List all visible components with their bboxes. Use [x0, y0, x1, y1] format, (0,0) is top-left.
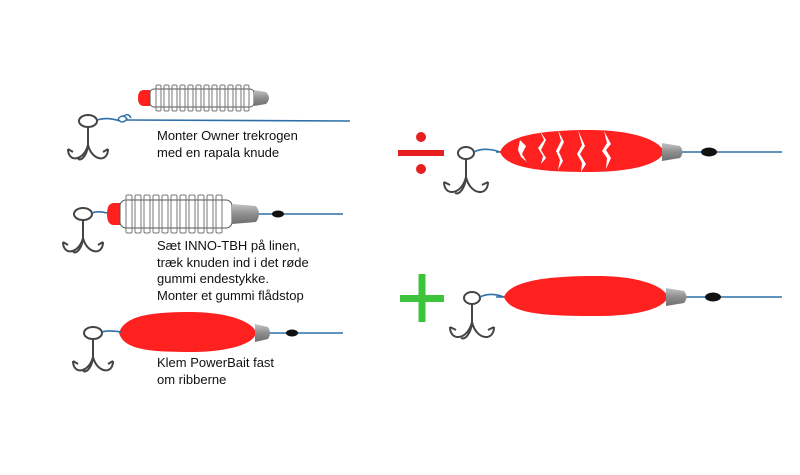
float-stop-bead — [286, 329, 298, 337]
sinker-rib — [243, 84, 250, 112]
rapala-knot — [117, 114, 132, 123]
owner-treble-hook-icon — [62, 207, 108, 254]
sinker-rib — [211, 84, 218, 112]
caption-line: træk knuden ind i det røde — [157, 254, 309, 270]
inno-tbh-sinker — [138, 84, 269, 112]
sinker-ribs — [155, 84, 250, 112]
caption-line: Sæt INNO-TBH på linen, — [157, 238, 301, 253]
step3-rig — [72, 312, 343, 373]
sinker-rib — [188, 194, 196, 234]
caption-line: med en rapala knude — [157, 144, 280, 160]
inno-tbh-sinker — [107, 194, 259, 234]
sinker-rib — [197, 194, 205, 234]
float-stop-bead — [705, 292, 721, 302]
sinker-rib — [155, 84, 162, 112]
grey-end-cap — [255, 324, 270, 342]
wrong-rig — [398, 130, 782, 195]
sinker-rib — [152, 194, 160, 234]
sinker-rib — [195, 84, 202, 112]
red-end-cap — [138, 90, 150, 106]
sinker-rib — [143, 194, 151, 234]
owner-treble-hook-icon — [72, 326, 122, 373]
step1-rig — [67, 84, 351, 161]
red-end-cap — [107, 203, 120, 225]
sinker-rib — [203, 84, 210, 112]
fishing-line — [125, 119, 351, 122]
step1-caption: Monter Owner trekrogen med en rapala knu… — [157, 128, 298, 161]
divide-icon — [398, 132, 444, 174]
sinker-rib — [227, 84, 234, 112]
sinker-rib — [215, 194, 223, 234]
sinker-rib — [161, 194, 169, 234]
owner-treble-hook-icon — [443, 146, 501, 195]
sinker-rib — [219, 84, 226, 112]
step2-rig — [62, 194, 343, 254]
grey-end-cap — [254, 90, 269, 106]
powerbait-body — [500, 130, 664, 172]
sinker-rib — [179, 84, 186, 112]
sinker-rib — [206, 194, 214, 234]
owner-treble-hook-icon — [449, 291, 505, 340]
owner-treble-hook-icon — [67, 114, 121, 161]
bait-cracks — [518, 130, 611, 172]
right-rig — [400, 274, 782, 340]
step2-caption: Sæt INNO-TBH på linen, træk knuden ind i… — [157, 238, 309, 304]
caption-line: Monter et gummi flådstop — [157, 287, 304, 303]
sinker-rib — [235, 84, 242, 112]
powerbait-body — [119, 312, 256, 352]
grey-end-cap — [666, 288, 687, 306]
grey-end-cap — [662, 143, 683, 161]
caption-line: om ribberne — [157, 371, 227, 387]
caption-line: gummi endestykke. — [157, 271, 269, 286]
sinker-rib — [187, 84, 194, 112]
sinker-ribs — [125, 194, 223, 234]
caption-line: Klem PowerBait fast — [157, 355, 275, 370]
sinker-rib — [171, 84, 178, 112]
sinker-rib — [125, 194, 133, 234]
plus-icon — [400, 274, 444, 322]
sinker-rib — [134, 194, 142, 234]
powerbait-body — [504, 276, 668, 316]
sinker-rib — [163, 84, 170, 112]
grey-end-cap — [232, 204, 259, 224]
sinker-rib — [170, 194, 178, 234]
caption-line: Monter Owner trekrogen — [157, 128, 298, 143]
float-stop-bead — [272, 210, 284, 218]
float-stop-bead — [701, 147, 717, 157]
step3-caption: Klem PowerBait fast om ribberne — [157, 355, 274, 388]
sinker-rib — [179, 194, 187, 234]
